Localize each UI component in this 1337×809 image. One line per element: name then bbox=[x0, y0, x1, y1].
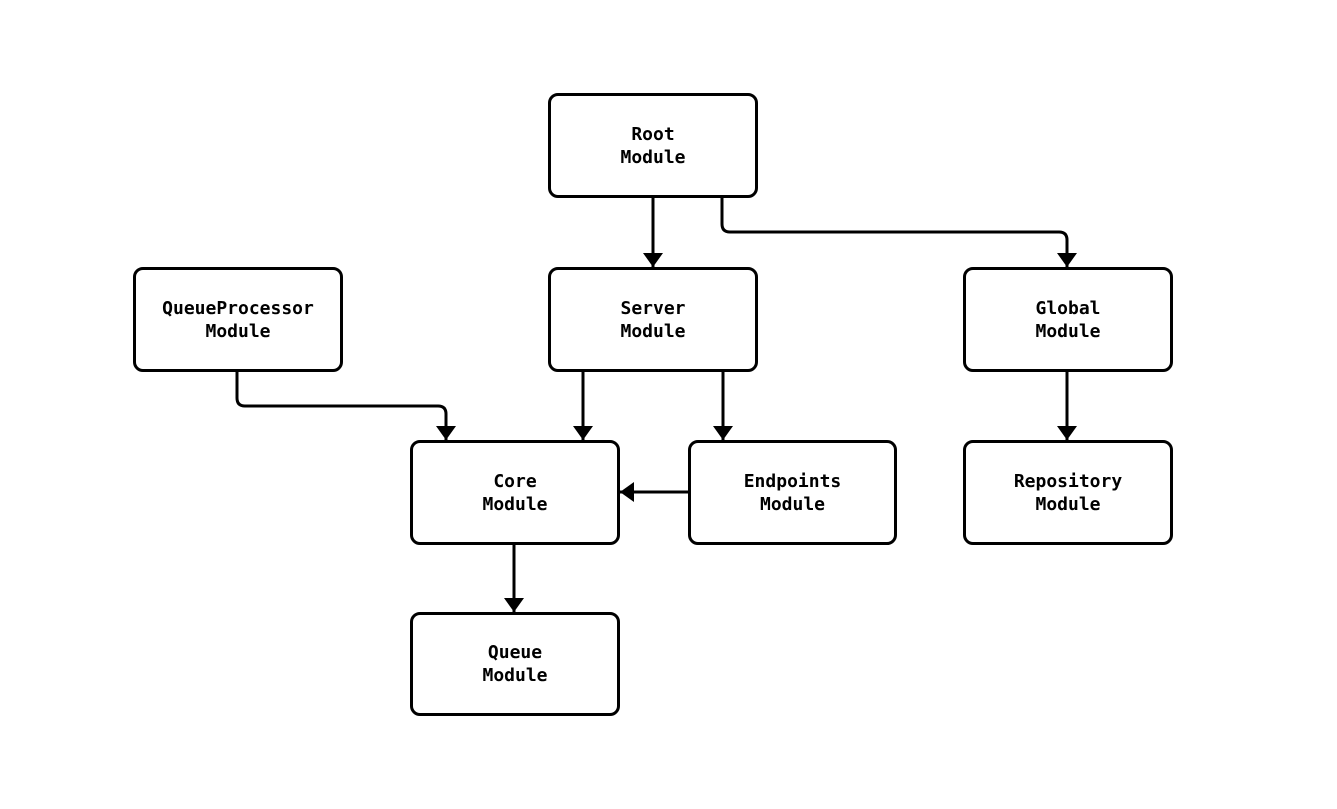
node-label-line2: Module bbox=[482, 665, 548, 686]
node-label-line1: QueueProcessor bbox=[162, 297, 314, 319]
node-label-line1: Queue bbox=[487, 642, 543, 663]
node-label-line2: Module bbox=[205, 320, 271, 342]
node-label-line1: Global bbox=[1035, 297, 1101, 319]
edge-queueprocessor-to-core bbox=[235, 372, 456, 440]
node-queue-module: Queue Module bbox=[410, 612, 620, 716]
node-label-line1: Core bbox=[493, 470, 537, 492]
node-label-line1: Root bbox=[631, 123, 675, 145]
node-root-module: Root Module bbox=[548, 93, 758, 198]
node-endpoints-module: Endpoints Module bbox=[688, 440, 897, 545]
node-repository-module: Repository Module bbox=[963, 440, 1173, 545]
node-label-line1: Server bbox=[620, 297, 686, 319]
node-server-module: Server Module bbox=[548, 267, 758, 372]
node-label-line2: Module bbox=[759, 493, 826, 515]
node-queueprocessor-module: QueueProcessor Module bbox=[133, 267, 343, 372]
node-label-line2: Module bbox=[1035, 320, 1101, 342]
edge-root-to-global bbox=[720, 198, 1077, 267]
node-label-line2: Module bbox=[482, 493, 548, 515]
node-label-line2: Module bbox=[620, 320, 686, 342]
node-label-line2: Module bbox=[1035, 493, 1101, 515]
node-label-line1: Endpoints bbox=[743, 470, 842, 492]
node-core-module: Core Module bbox=[410, 440, 620, 545]
node-global-module: Global Module bbox=[963, 267, 1173, 372]
node-label-line1: Repository bbox=[1013, 470, 1123, 492]
node-label-line2: Module bbox=[620, 146, 686, 168]
